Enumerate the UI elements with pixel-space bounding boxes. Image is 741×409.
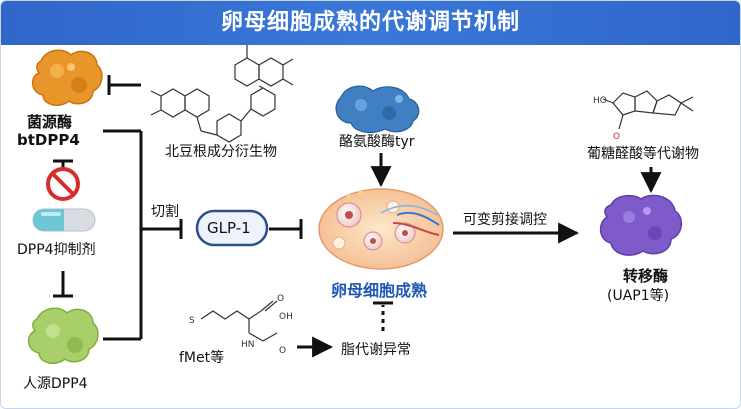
title-bar: [1, 1, 740, 45]
oh-group-label: OH: [279, 312, 293, 322]
alternative-splicing-label: 可变剪接调控: [463, 212, 547, 228]
bt-dpp4-label: btDPP4: [17, 131, 80, 149]
tyrosinase-protein-icon: [335, 85, 420, 133]
o-atom-label-2: O: [277, 294, 284, 304]
pill-icon: [32, 208, 96, 232]
oocyte-ovary-icon: [318, 188, 444, 270]
oocyte-maturation-label: 卵母细胞成熟: [331, 281, 428, 300]
uap1-label: (UAP1等): [607, 288, 670, 304]
nh-group-label: HN: [241, 340, 255, 350]
ho-group-label: HO: [593, 96, 607, 106]
fmet-molecule-structure: [200, 300, 278, 342]
glp1-label: GLP-1: [207, 219, 251, 237]
transferase-blob: [599, 194, 683, 256]
enzyme-bracket: [103, 129, 183, 341]
transferase-label: 转移酶: [623, 267, 669, 285]
north-root-molecule-structure: [150, 45, 294, 143]
inhibit-lipid-to-oocyte: [373, 301, 393, 331]
glucuronic-metabolite-label: 葡糖醛酸等代谢物: [587, 146, 699, 162]
dpp4-inhibitor-label: DPP4抑制剂: [17, 242, 96, 258]
s-atom-label: S: [189, 316, 195, 326]
prohibit-sign-icon: [46, 159, 80, 201]
cleave-label: 切割: [151, 204, 179, 220]
fmet-label: fMet等: [179, 350, 225, 366]
o-atom-label: O: [613, 132, 620, 142]
north-root-derivative-label: 北豆根成分衍生物: [165, 144, 277, 160]
lipid-metabolism-label: 脂代谢异常: [341, 342, 411, 358]
glp1-box: [195, 209, 269, 247]
fungal-enzyme-label: 菌源酶: [27, 113, 73, 131]
o-atom-label-3: O: [279, 346, 286, 356]
inhibit-glp1-to-oocyte: [269, 219, 303, 239]
tyrosinase-label: 酪氨酸酶tyr: [339, 134, 415, 150]
diagram-title: 卵母细胞成熟的代谢调节机制: [220, 10, 520, 35]
inhibit-root-to-enzyme: [107, 75, 141, 95]
glucuronolactone-molecule-structure: [602, 90, 694, 130]
human-enzyme-blob: [27, 307, 99, 365]
fungal-enzyme-blob: [31, 49, 103, 107]
inhibit-inhibitor-to-human: [53, 271, 73, 298]
human-dpp4-label: 人源DPP4: [23, 376, 88, 392]
